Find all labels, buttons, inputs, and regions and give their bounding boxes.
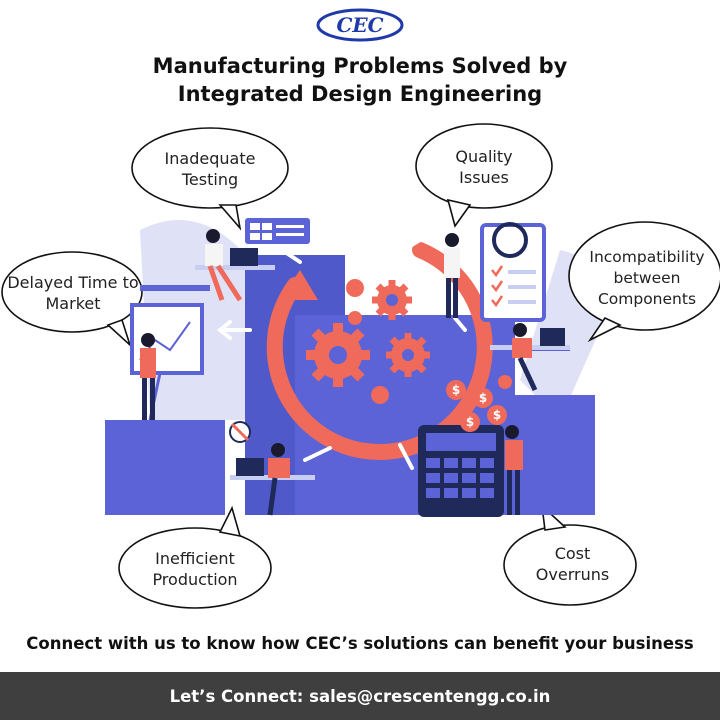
clock-icon xyxy=(229,421,251,443)
arrow-icon xyxy=(216,238,467,470)
checklist-icon xyxy=(480,222,546,322)
bubble-text: Components xyxy=(597,289,697,308)
bubble-delayed-time: Delayed Time to Market xyxy=(2,264,144,322)
cec-logo: CEC xyxy=(316,8,404,42)
cycle-arrow-icon xyxy=(266,242,493,460)
title-line-1: Manufacturing Problems Solved by xyxy=(152,54,568,78)
person-laptop-icon xyxy=(195,229,275,302)
dashboard-panel-icon xyxy=(245,218,310,244)
bubble-text: Quality xyxy=(455,147,513,166)
gear-icon xyxy=(386,333,430,377)
bubble-incompatibility: Incompatibility between Components xyxy=(572,238,720,318)
gear-icon xyxy=(306,323,370,387)
svg-text:$: $ xyxy=(493,408,501,422)
person-standing-icon xyxy=(505,425,523,515)
bubble-text: Overruns xyxy=(535,565,610,584)
title-line-2: Integrated Design Engineering xyxy=(177,82,543,106)
speech-bubble-inefficient xyxy=(118,505,272,609)
call-to-action: Connect with us to know how CEC’s soluti… xyxy=(26,634,694,653)
person-standing-icon xyxy=(444,233,460,318)
speech-bubble-incompat xyxy=(568,221,720,343)
dollar-coin-icon: $ $ $ $ xyxy=(446,375,512,432)
speech-bubble-delayed xyxy=(1,251,143,348)
person-standing-icon xyxy=(140,333,156,420)
bubble-text: between xyxy=(613,268,681,287)
speech-bubble-testing xyxy=(131,127,289,231)
bubble-text: Market xyxy=(45,294,101,313)
footer-bar: Let’s Connect: sales@crescentengg.co.in xyxy=(0,672,720,720)
gear-icon xyxy=(346,279,389,404)
bubble-inefficient-production: Inefficient Production xyxy=(120,540,270,598)
person-laptop-icon xyxy=(490,323,570,392)
page-title: Manufacturing Problems Solved by Integra… xyxy=(0,52,720,108)
svg-text:$: $ xyxy=(452,383,460,397)
bubble-text: Testing xyxy=(181,170,239,189)
bubble-inadequate-testing: Inadequate Testing xyxy=(130,140,290,198)
bubble-cost-overruns: Cost Overruns xyxy=(510,535,635,593)
bubble-text: Cost xyxy=(554,544,591,563)
left-block xyxy=(105,420,225,515)
person-laptop-icon xyxy=(230,443,315,516)
bubble-text: Inadequate xyxy=(164,149,256,168)
speech-bubble-quality xyxy=(415,123,553,228)
bubble-text: Delayed Time to xyxy=(7,273,139,292)
contact-email-link[interactable]: Let’s Connect: sales@crescentengg.co.in xyxy=(169,686,551,706)
illustration: $ $ $ $ xyxy=(1,123,720,609)
gear-icon xyxy=(372,280,412,320)
svg-text:$: $ xyxy=(466,415,474,429)
bubble-text: Inefficient xyxy=(155,549,235,568)
bubble-text: Issues xyxy=(459,168,509,187)
calculator-icon xyxy=(418,425,504,517)
bubble-text: Incompatibility xyxy=(589,247,705,266)
bubble-text: Production xyxy=(152,570,238,589)
bubble-quality-issues: Quality Issues xyxy=(418,138,550,196)
logo-text: CEC xyxy=(336,13,383,37)
shelf xyxy=(140,285,210,291)
svg-text:$: $ xyxy=(479,391,487,405)
